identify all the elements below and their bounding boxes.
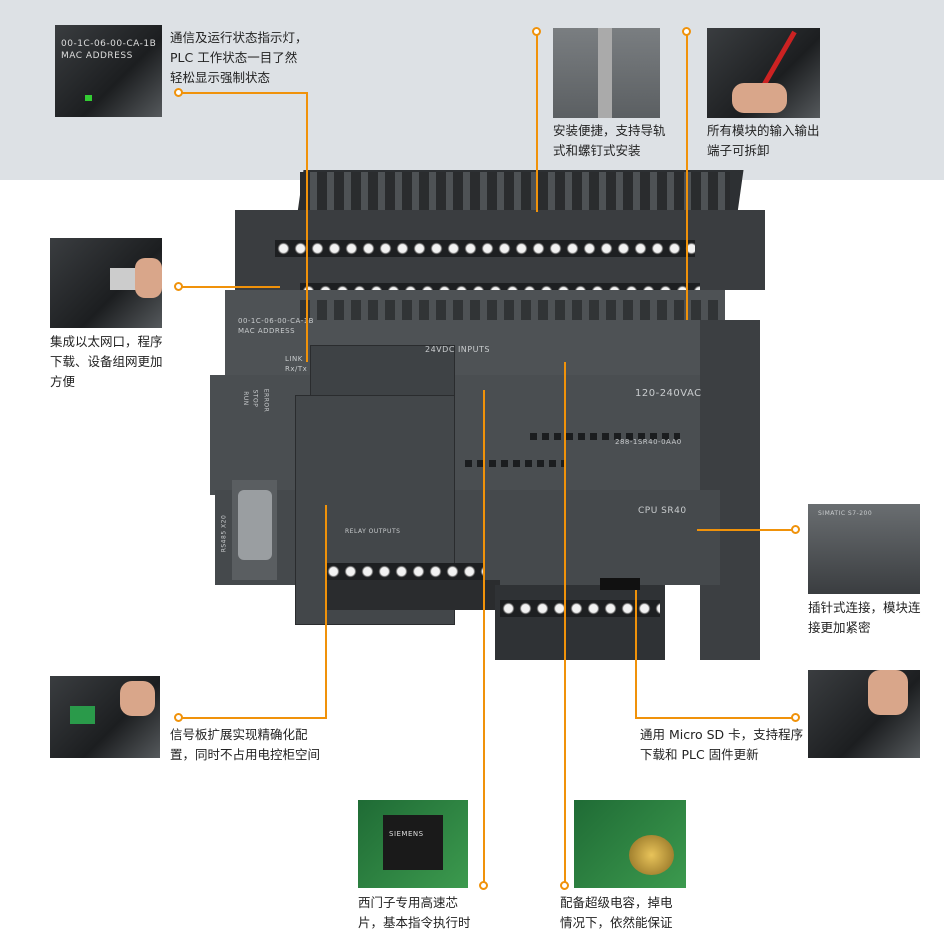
callout-dot: [532, 27, 541, 36]
status-label-error: ERROR: [262, 388, 270, 413]
led-green-icon: [85, 95, 92, 101]
link-label: LINK: [285, 355, 303, 363]
caption-signal-board: 信号板扩展实现精确化配置，同时不占用电控柜空间: [170, 727, 321, 762]
callout-dot: [174, 88, 183, 97]
micro-sd-slot[interactable]: [600, 578, 640, 590]
mounting-photo: [553, 28, 660, 118]
relay-outputs-label: RELAY OUTPUTS: [345, 528, 401, 535]
terminal-photo: [707, 28, 820, 118]
status-label-stop: STOP: [251, 389, 259, 408]
micro-sd-photo: [808, 670, 920, 758]
caption-supercap: 配备超级电容，掉电情况下，依然能保证: [560, 895, 673, 930]
rs485-port[interactable]: [238, 490, 272, 560]
mac-address-label: MAC ADDRESS: [238, 327, 296, 335]
status-led-photo: 00-1C-06-00-CA-1B MAC ADDRESS: [55, 25, 162, 117]
caption-status-led: 通信及运行状态指示灯，PLC 工作状态一目了然轻松显示强制状态: [170, 30, 308, 85]
order-number: 288-1SR40-0AA0: [615, 438, 682, 446]
pin-connect-photo: SIMATIC S7-200: [808, 504, 920, 594]
caption-mounting: 安装便捷，支持导轨式和螺钉式安装: [553, 123, 666, 158]
caption-chip: 西门子专用高速芯片，基本指令执行时: [358, 895, 471, 930]
caption-terminals: 所有模块的输入输出端子可拆卸: [707, 123, 820, 158]
model-label: CPU SR40: [638, 506, 687, 516]
status-label-run: RUN: [241, 391, 249, 406]
thumb-mac-label: MAC ADDRESS: [61, 51, 133, 61]
callout-dot: [682, 27, 691, 36]
rxtx-label: Rx/Tx: [285, 365, 308, 373]
callout-dot: [791, 525, 800, 534]
caption-pin-connect: 插针式连接，模块连接更加紧密: [808, 600, 921, 635]
signal-board-photo: [50, 676, 160, 758]
ethernet-photo: [50, 238, 162, 328]
caption-micro-sd: 通用 Micro SD 卡，支持程序下载和 PLC 固件更新: [640, 727, 804, 762]
upper-terminal-row: [275, 240, 695, 258]
thumb-mac-text: 00-1C-06-00-CA-1B: [61, 39, 157, 49]
relay-terminal-row: [325, 563, 485, 581]
callout-dot: [791, 713, 800, 722]
inputs-label: 24VDC INPUTS: [425, 345, 490, 354]
callout-dot: [174, 282, 183, 291]
supercap-photo: [574, 800, 686, 888]
callout-dot: [479, 881, 488, 890]
chip-photo: SIEMENS: [358, 800, 468, 888]
callout-dot: [560, 881, 569, 890]
power-label: 120-240VAC: [635, 388, 702, 399]
port-label: RS485 X20: [220, 514, 228, 553]
caption-ethernet: 集成以太网口，程序下载、设备组网更加方便: [50, 334, 163, 389]
callout-dot: [174, 713, 183, 722]
chip-brand-text: SIEMENS: [389, 830, 424, 838]
mac-address-text: 00-1C-06-00-CA-1B: [238, 317, 314, 325]
thumb-brand-text: SIMATIC S7-200: [818, 510, 873, 517]
